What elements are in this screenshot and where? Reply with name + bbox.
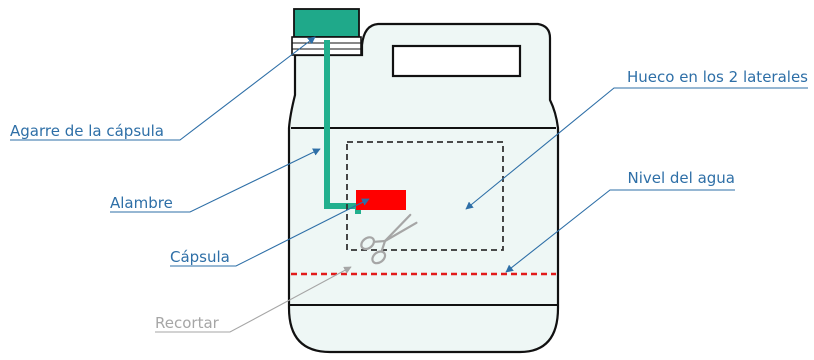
capsule <box>356 190 406 210</box>
handle-opening <box>393 46 520 76</box>
label-capsule: Cápsula <box>170 248 230 266</box>
label-hole: Hueco en los 2 laterales <box>627 68 808 86</box>
label-cut: Recortar <box>155 314 220 332</box>
label-grip: Agarre de la cápsula <box>10 122 164 140</box>
label-wire: Alambre <box>110 194 173 212</box>
cap-top <box>294 9 359 37</box>
label-water-level: Nivel del agua <box>627 169 735 187</box>
